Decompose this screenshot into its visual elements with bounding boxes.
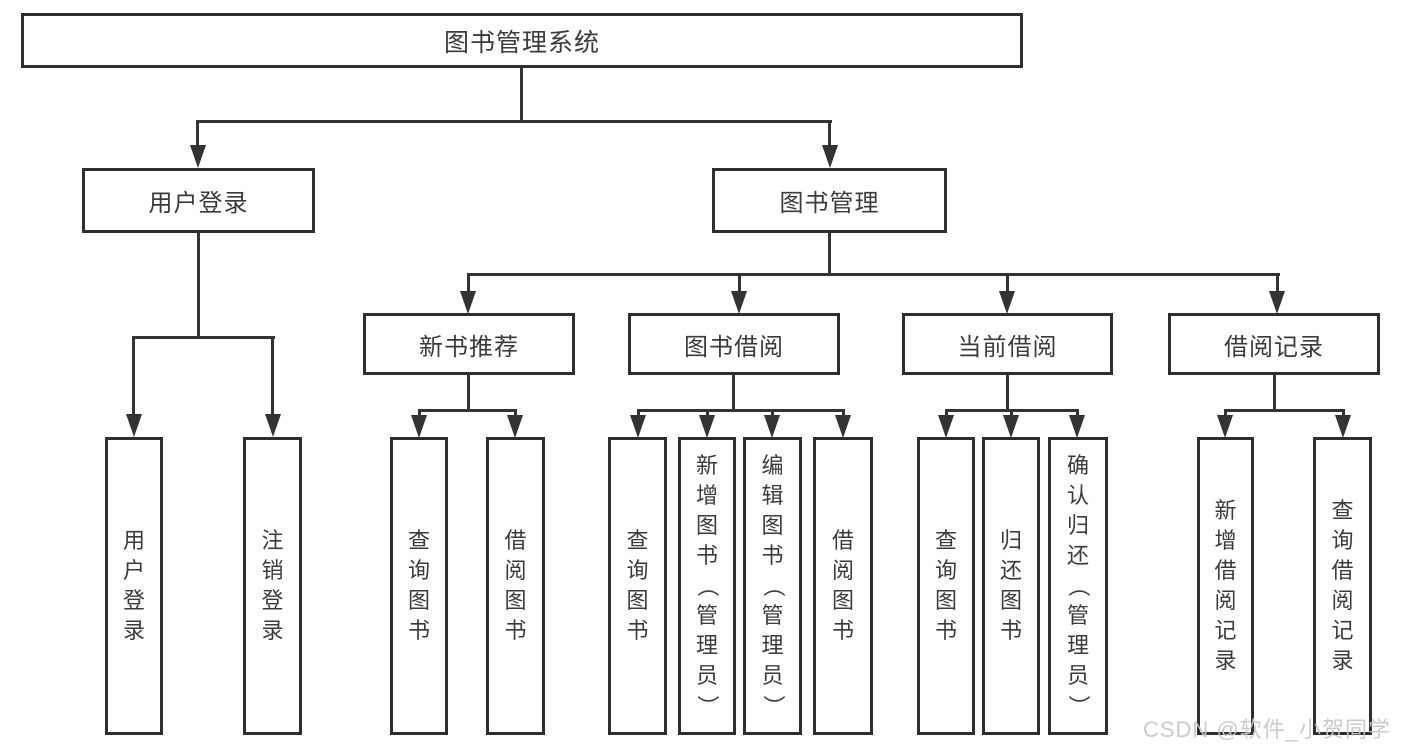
- connector-line: [1224, 409, 1344, 412]
- node-label: 借阅记录: [1224, 333, 1324, 361]
- node-borrowing-records: 借阅记录: [1168, 313, 1380, 375]
- connector-line: [418, 409, 517, 412]
- connector-line: [842, 409, 845, 419]
- connector-line: [197, 233, 200, 339]
- connector-line: [828, 120, 831, 150]
- leaf-add-borrow-record: 新增借阅记录: [1197, 437, 1254, 735]
- arrowhead-icon: [190, 145, 206, 168]
- connector-line: [732, 375, 735, 412]
- connector-line: [1276, 273, 1279, 295]
- arrowhead-icon: [764, 415, 780, 438]
- leaf-borrow-books: 借阅图书: [813, 437, 873, 735]
- arrowhead-icon: [938, 415, 954, 438]
- arrowhead-icon: [1003, 415, 1019, 438]
- node-new-book-recommendation: 新书推荐: [363, 313, 575, 375]
- connector-line: [520, 68, 523, 123]
- node-label: 图书管理系统: [443, 28, 600, 57]
- leaf-return-books: 归还图书: [982, 437, 1040, 735]
- node-label: 用户登录: [148, 190, 249, 217]
- connector-line: [467, 273, 1280, 276]
- node-label: 图书管理: [779, 190, 880, 217]
- leaf-query-borrow-record: 查询借阅记录: [1313, 437, 1372, 735]
- connector-line: [197, 120, 832, 123]
- connector-line: [1273, 375, 1276, 412]
- node-label: 编辑图书（管理员）: [760, 453, 786, 717]
- leaf-edit-books-admin: 编辑图书（管理员）: [743, 437, 802, 735]
- connector-line: [637, 409, 640, 419]
- node-label: 新增借阅记录: [1214, 498, 1237, 673]
- connector-line: [514, 409, 517, 419]
- node-book-borrowing: 图书借阅: [628, 313, 840, 375]
- arrowhead-icon: [1335, 415, 1351, 438]
- connector-line: [1006, 273, 1009, 295]
- arrowhead-icon: [731, 291, 747, 314]
- connector-line: [133, 336, 275, 339]
- leaf-logout: 注销登录: [243, 437, 302, 735]
- leaf-query-books-current: 查询图书: [917, 437, 975, 735]
- node-user-login: 用户登录: [82, 168, 315, 233]
- leaf-query-books-borrowing: 查询图书: [608, 437, 667, 735]
- node-label: 新增图书（管理员）: [695, 453, 720, 717]
- connector-line: [467, 375, 470, 412]
- node-label: 当前借阅: [957, 333, 1058, 361]
- connector-line: [1010, 409, 1013, 419]
- node-label: 用户登录: [122, 528, 145, 643]
- arrowhead-icon: [411, 415, 427, 438]
- connector-line: [637, 409, 844, 412]
- connector-line: [945, 409, 948, 419]
- connector-line: [738, 273, 741, 295]
- connector-line: [771, 409, 774, 419]
- node-label: 新书推荐: [419, 333, 519, 361]
- leaf-borrow-books-recommend: 借阅图书: [486, 437, 545, 735]
- leaf-user-login: 用户登录: [105, 437, 163, 735]
- connector-line: [1076, 409, 1079, 419]
- node-label: 图书借阅: [684, 333, 784, 361]
- node-label: 查询借阅记录: [1331, 498, 1354, 673]
- arrowhead-icon: [126, 414, 142, 437]
- node-label: 借阅图书: [831, 528, 854, 643]
- node-label: 查询图书: [407, 528, 430, 643]
- connector-line: [271, 336, 274, 416]
- watermark: CSDN @软件_小贺同学: [1142, 717, 1391, 742]
- connector-line: [418, 409, 421, 419]
- arrowhead-icon: [265, 414, 281, 437]
- arrowhead-icon: [835, 415, 851, 438]
- node-label: 查询图书: [934, 528, 957, 643]
- arrowhead-icon: [460, 291, 476, 314]
- arrowhead-icon: [699, 415, 715, 438]
- node-label: 借阅图书: [504, 528, 527, 643]
- arrowhead-icon: [630, 415, 646, 438]
- leaf-confirm-return-admin: 确认归还（管理员）: [1048, 437, 1108, 735]
- connector-line: [828, 233, 831, 276]
- connector-line: [467, 273, 470, 295]
- connector-line: [132, 336, 135, 416]
- connector-line: [1342, 409, 1345, 419]
- arrowhead-icon: [507, 415, 523, 438]
- leaf-add-books-admin: 新增图书（管理员）: [678, 437, 736, 735]
- arrowhead-icon: [1069, 415, 1085, 438]
- node-library-management-system: 图书管理系统: [21, 13, 1023, 68]
- node-label: 查询图书: [626, 528, 649, 643]
- node-label: 确认归还（管理员）: [1066, 453, 1091, 717]
- arrowhead-icon: [1269, 291, 1285, 314]
- connector-line: [196, 120, 199, 150]
- arrowhead-icon: [999, 291, 1015, 314]
- connector-line: [706, 409, 709, 419]
- connector-line: [1006, 375, 1009, 412]
- arrowhead-icon: [1217, 415, 1233, 438]
- node-current-borrowing: 当前借阅: [902, 313, 1113, 375]
- leaf-query-books-recommend: 查询图书: [390, 437, 448, 735]
- node-label: 注销登录: [261, 528, 284, 643]
- node-label: 归还图书: [999, 528, 1022, 643]
- arrowhead-icon: [822, 145, 838, 168]
- node-book-management: 图书管理: [712, 168, 947, 233]
- connector-line: [1224, 409, 1227, 419]
